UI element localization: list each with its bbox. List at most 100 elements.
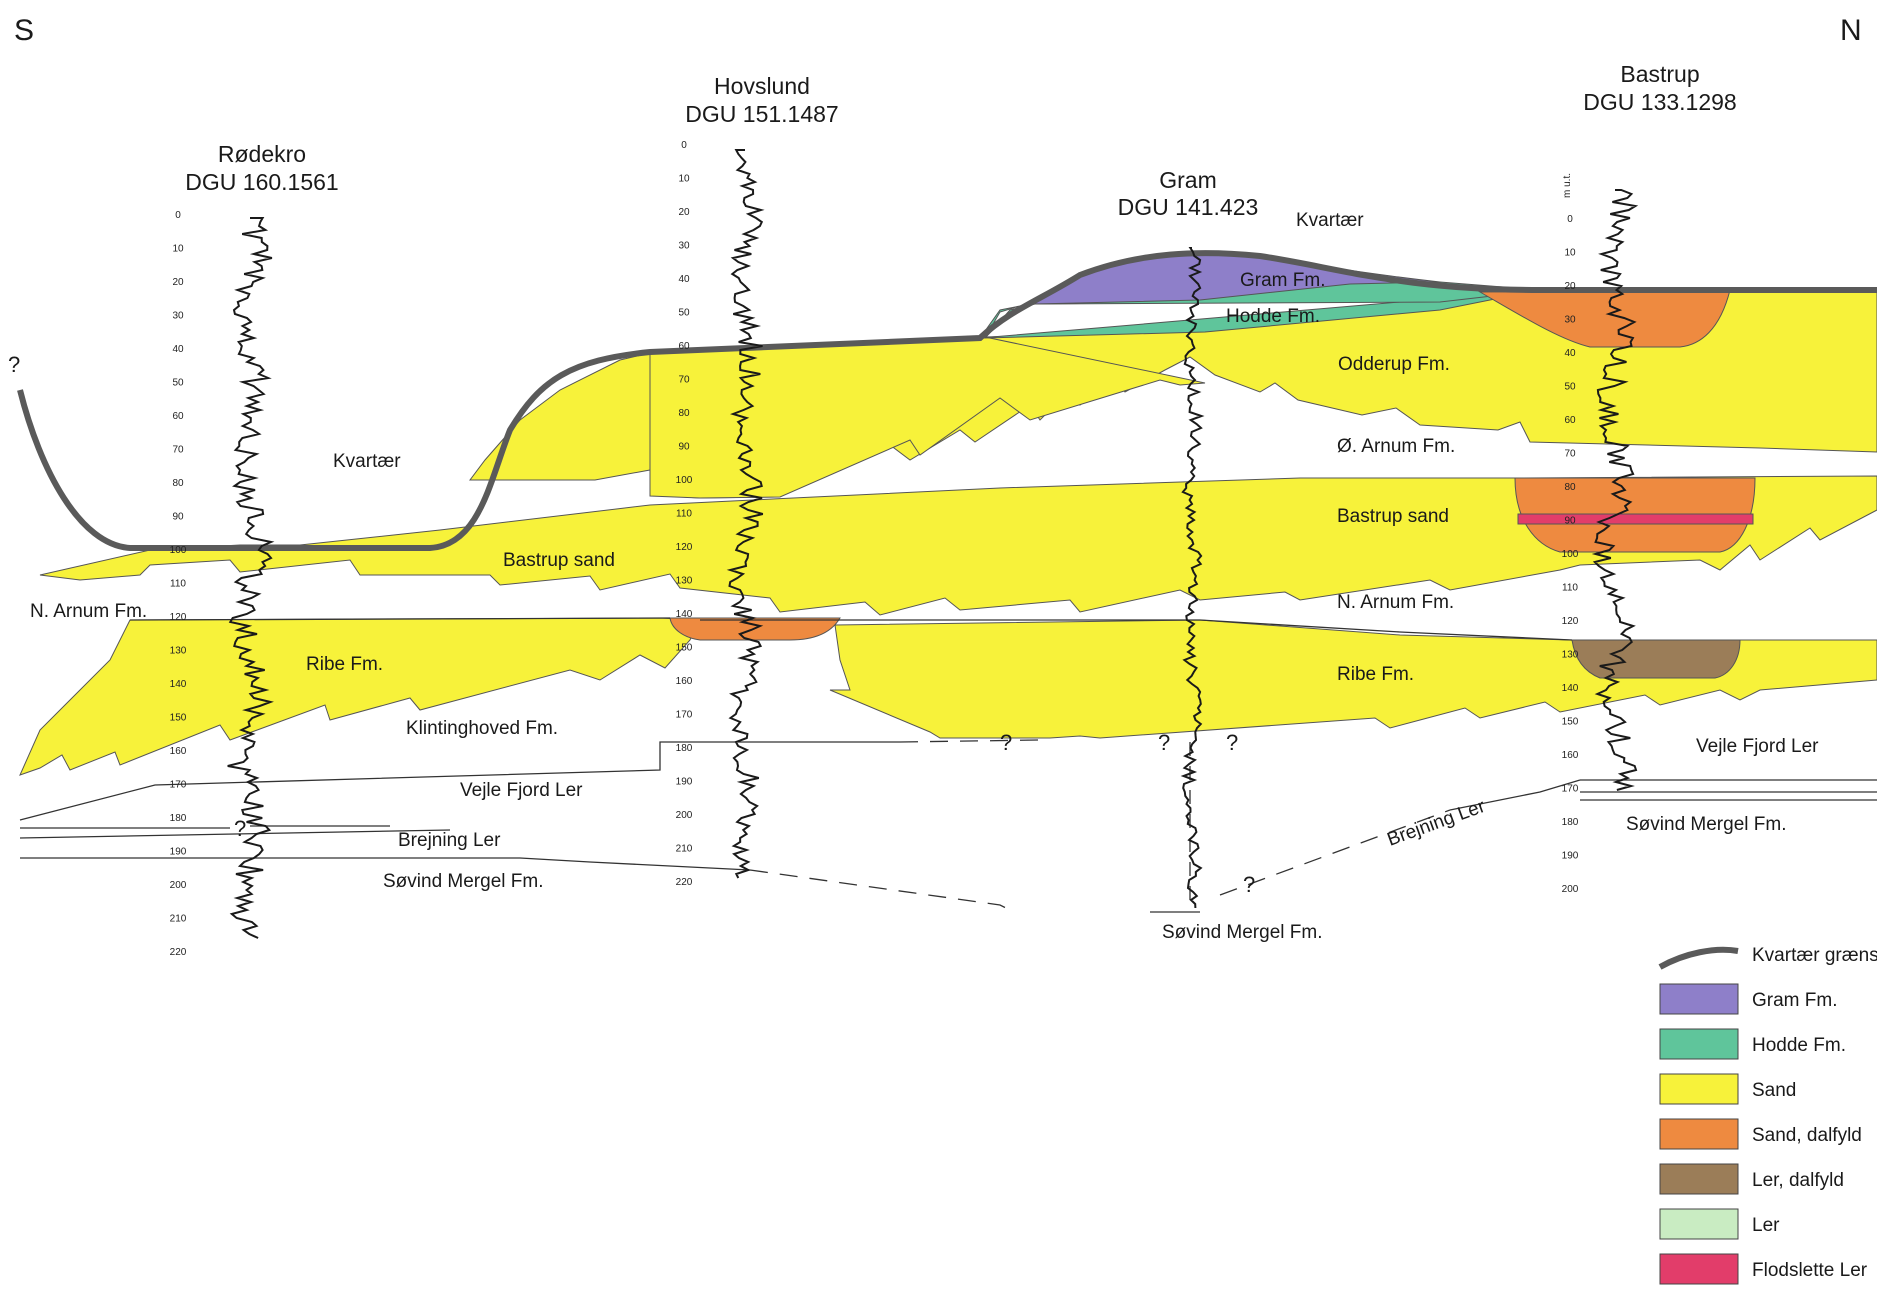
label-bastrup-sand-right: Bastrup sand [1337, 506, 1449, 527]
sovind-top-left [20, 858, 750, 870]
legend-label: Ler, dalfyld [1752, 1170, 1844, 1191]
depth-tick-label: 200 [1562, 884, 1579, 895]
label-ribe-right: Ribe Fm. [1337, 664, 1414, 685]
depth-tick-label: 140 [1562, 683, 1579, 694]
depth-tick-label: 150 [676, 643, 693, 654]
depth-tick-label: 120 [170, 612, 187, 623]
legend-swatch [1660, 1164, 1738, 1194]
direction-south: S [14, 14, 34, 47]
legend-swatch [1660, 1119, 1738, 1149]
depth-tick-label: 100 [170, 545, 187, 556]
legend-swatch [1660, 1074, 1738, 1104]
depth-tick-label: 60 [1564, 415, 1576, 426]
depth-tick-label: 120 [1562, 616, 1579, 627]
depth-tick-label: 50 [678, 308, 690, 319]
legend-label: Hodde Fm. [1752, 1035, 1846, 1056]
depth-tick-label: 170 [170, 780, 187, 791]
depth-tick-label: 30 [172, 311, 184, 322]
label-brejning-right: Brejning Ler [1385, 796, 1489, 851]
question-mark-klint-1: ? [1000, 730, 1012, 755]
borehole-hovslund-id: DGU 151.1487 [685, 101, 838, 127]
depth-tick-label: 130 [1562, 650, 1579, 661]
legend-label: Ler [1752, 1215, 1780, 1236]
label-klintinghoved: Klintinghoved Fm. [406, 718, 558, 739]
depth-tick-label: 40 [678, 274, 690, 285]
depth-tick-label: 70 [1564, 449, 1576, 460]
label-hodde-fm: Hodde Fm. [1226, 306, 1320, 327]
depth-tick-label: 110 [1562, 583, 1578, 594]
depth-tick-label: 80 [1564, 482, 1576, 493]
borehole-rodekro-id: DGU 160.1561 [185, 169, 338, 195]
legend-label: Flodslette Ler [1752, 1260, 1868, 1281]
depth-tick-label: 100 [1562, 549, 1579, 560]
depth-tick-label: 190 [676, 777, 693, 788]
question-mark-left: ? [8, 352, 20, 377]
depth-tick-label: 50 [172, 378, 184, 389]
depth-tick-label: 200 [676, 810, 693, 821]
label-vejle-left: Vejle Fjord Ler [460, 780, 583, 801]
depth-tick-label: 180 [1562, 817, 1579, 828]
label-n-arnum-left: N. Arnum Fm. [30, 601, 147, 622]
depth-tick-label: 110 [676, 509, 692, 520]
depth-tick-label: 160 [676, 676, 693, 687]
klintinghoved-dashed [900, 740, 1040, 742]
depth-tick-label: 180 [676, 743, 693, 754]
depth-tick-label: 60 [172, 411, 184, 422]
depth-tick-label: 170 [1562, 784, 1579, 795]
depth-tick-label: 70 [172, 445, 184, 456]
depth-tick-label: 220 [676, 877, 693, 888]
question-mark-klint-3: ? [1226, 730, 1238, 755]
depth-tick-label: 130 [170, 646, 187, 657]
depth-tick-label: 140 [676, 609, 693, 620]
borehole-hovslund-name: Hovslund [714, 73, 810, 99]
label-o-arnum-fm: Ø. Arnum Fm. [1337, 436, 1455, 457]
depth-tick-label: 220 [170, 947, 187, 958]
depth-tick-label: 0 [681, 140, 687, 151]
direction-north: N [1840, 14, 1862, 47]
legend-swatch [1660, 984, 1738, 1014]
depth-tick-label: 160 [1562, 750, 1579, 761]
depth-tick-label: 40 [172, 344, 184, 355]
legend-label: Sand, dalfyld [1752, 1125, 1862, 1146]
sovind-dashed-mid [750, 870, 1010, 910]
depth-tick-label: 20 [1564, 281, 1576, 292]
depth-tick-label: 10 [1564, 248, 1576, 259]
depth-tick-label: 190 [170, 847, 187, 858]
depth-tick-label: 210 [676, 844, 693, 855]
flodslette-ler [1518, 514, 1753, 524]
question-mark-brejning-left: ? [234, 816, 246, 841]
label-vejle-right: Vejle Fjord Ler [1696, 736, 1819, 757]
question-mark-gram-base: ? [1243, 872, 1255, 897]
depth-tick-label: 30 [1564, 315, 1576, 326]
depth-tick-label: 10 [678, 174, 690, 185]
depth-tick-label: 90 [678, 442, 690, 453]
depth-tick-label: 180 [170, 813, 187, 824]
legend-label: Kvartær grænse [1752, 945, 1877, 966]
question-mark-klint-2: ? [1158, 730, 1170, 755]
legend-label: Gram Fm. [1752, 990, 1838, 1011]
ribe-sand-left [20, 618, 700, 775]
legend-kvartaer-line-swatch [1660, 950, 1738, 967]
depth-tick-label: 150 [1562, 717, 1579, 728]
label-odderup-fm: Odderup Fm. [1338, 354, 1450, 375]
label-sovind-left: Søvind Mergel Fm. [383, 871, 543, 892]
legend-swatch [1660, 1029, 1738, 1059]
depth-tick-label: 140 [170, 679, 187, 690]
legend-swatch [1660, 1254, 1738, 1284]
ler-dalfyld-bastrup [1572, 640, 1740, 678]
depth-tick-label: 170 [676, 710, 693, 721]
depth-tick-label: 210 [170, 914, 187, 925]
depth-tick-label: 120 [676, 542, 693, 553]
borehole-bastrup-name: Bastrup [1620, 61, 1699, 87]
depth-tick-label: 90 [172, 512, 184, 523]
depth-tick-label: 80 [678, 408, 690, 419]
borehole-gram-id: DGU 141.423 [1118, 194, 1259, 220]
label-n-arnum-right: N. Arnum Fm. [1337, 592, 1454, 613]
depth-tick-label: 190 [1562, 851, 1579, 862]
depth-tick-label: 0 [1567, 214, 1573, 225]
depth-tick-label: 0 [175, 210, 181, 221]
depth-tick-label: 110 [170, 579, 186, 590]
label-bastrup-sand-left: Bastrup sand [503, 550, 615, 571]
